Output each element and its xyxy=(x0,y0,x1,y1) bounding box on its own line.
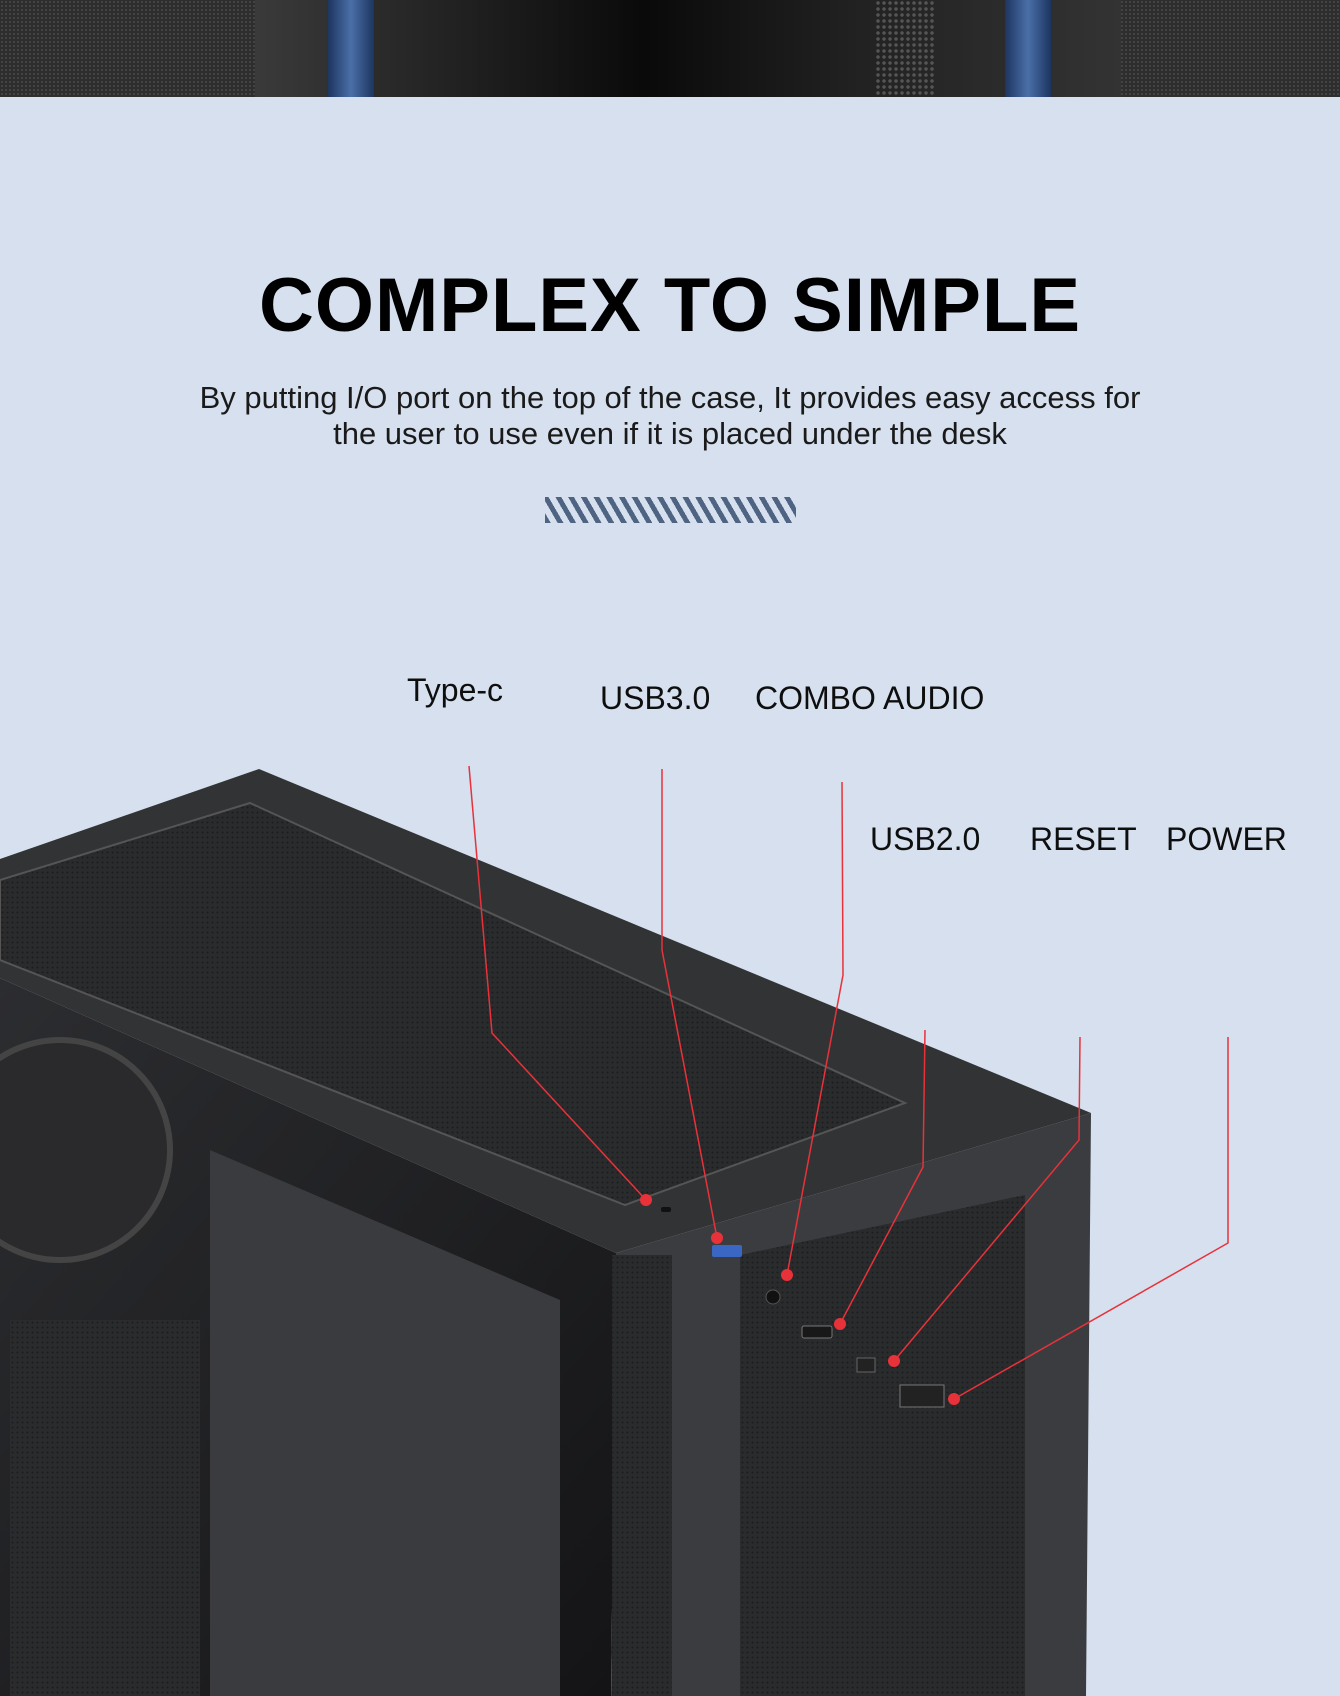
type-c-port xyxy=(661,1207,671,1212)
subtitle-line-2: the user to use even if it is placed und… xyxy=(333,416,1007,451)
callout-dots xyxy=(640,1194,960,1405)
page-title: COMPLEX TO SIMPLE xyxy=(258,263,1082,348)
blue-light-strip xyxy=(1005,0,1051,97)
interior-bay xyxy=(210,1150,560,1696)
blue-light-strip xyxy=(328,0,374,97)
front-mesh xyxy=(740,1195,1025,1696)
label-usb20: USB2.0 xyxy=(870,821,981,857)
mesh-detail xyxy=(875,0,935,97)
callout-type-c xyxy=(468,765,647,1201)
label-type-c: Type-c xyxy=(407,672,504,708)
reset-button xyxy=(856,1357,876,1373)
subtitle-line-1: By putting I/O port on the top of the ca… xyxy=(199,380,1141,415)
usb30-port xyxy=(712,1245,742,1257)
vent-strip xyxy=(612,1255,672,1696)
callout-lines xyxy=(468,765,1229,1400)
label-reset: RESET xyxy=(1030,821,1137,857)
power-button xyxy=(899,1384,945,1408)
fan xyxy=(0,1037,173,1263)
top-mesh-panel xyxy=(0,801,908,1207)
label-combo-audio: COMBO AUDIO xyxy=(755,680,985,716)
callout-power xyxy=(953,1037,1229,1400)
label-power: POWER xyxy=(1166,821,1287,857)
pci-slots xyxy=(10,1320,200,1696)
top-product-banner xyxy=(0,0,1340,97)
callout-reset xyxy=(893,1036,1081,1362)
callout-combo-audio xyxy=(786,781,844,1276)
case-front-detail xyxy=(255,0,1121,97)
hatch-divider xyxy=(545,497,796,523)
usb20-port xyxy=(801,1325,833,1339)
audio-jack xyxy=(765,1289,781,1305)
callout-usb30 xyxy=(661,769,718,1239)
callout-usb20 xyxy=(839,1029,926,1325)
label-usb30: USB3.0 xyxy=(600,680,711,716)
